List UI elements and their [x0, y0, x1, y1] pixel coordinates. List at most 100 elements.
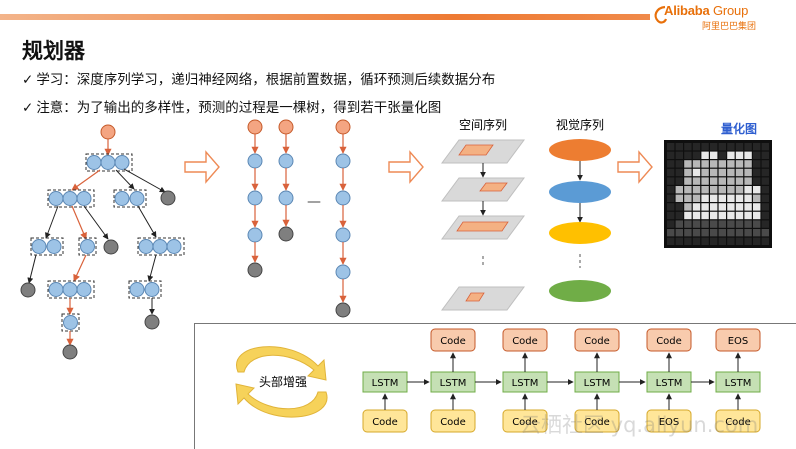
sequence-ellipsis: —: [307, 194, 321, 210]
quantized-cell: [718, 237, 726, 245]
quantized-cell: [761, 168, 769, 177]
quantized-cell: [684, 177, 692, 185]
quantized-cell: [735, 237, 744, 245]
quantized-cell: [735, 168, 744, 177]
quantized-cell: [753, 186, 761, 194]
tree-leaf-node: [160, 190, 176, 206]
head-augment-label: 头部增强: [259, 374, 307, 389]
output-code-label: Code: [656, 336, 682, 347]
output-code-box: [574, 328, 620, 352]
quantized-cell: [667, 229, 675, 237]
head-augment-loop: 头部增强: [235, 346, 328, 418]
quantized-cell: [718, 168, 726, 177]
quantized-cell: [684, 143, 692, 151]
quantized-cell: [675, 186, 683, 194]
flow-arrow-icon: [184, 150, 220, 184]
quantized-cell: [692, 186, 701, 194]
visual-sequence-label: 视觉序列: [556, 117, 604, 132]
quantized-cell: [675, 211, 683, 220]
quantized-cell: [667, 151, 675, 159]
quantized-cell: [735, 151, 744, 159]
quantized-cell: [692, 168, 701, 177]
bullet-learning: ✓学习：深度序列学习，递归神经网络，根据前置数据，循环预测后续数据分布: [22, 68, 495, 88]
quantized-cell: [701, 186, 709, 194]
tree-leaf-node: [103, 239, 119, 255]
visual-token-yellow: [549, 222, 611, 244]
quantized-cell: [692, 229, 701, 237]
quantized-cell: [735, 203, 744, 211]
flow-arrow-icon: [388, 150, 424, 184]
quantized-cell: [753, 229, 761, 237]
quantized-cell: [667, 211, 675, 220]
quantized-cell: [744, 177, 752, 185]
quantized-cell: [718, 229, 726, 237]
quantized-cell: [761, 194, 769, 202]
visual-token-blue: [549, 181, 611, 203]
quantized-cell: [727, 143, 735, 151]
quantized-cell: [753, 168, 761, 177]
visual-token-green: [549, 280, 611, 302]
quantized-cell: [675, 143, 683, 151]
quantized-map-label: 量化图: [721, 121, 757, 136]
quantized-cell: [718, 194, 726, 202]
quantized-cell: [735, 160, 744, 168]
tree-group-box: [30, 237, 64, 256]
quantized-cell: [692, 211, 701, 220]
quantized-cell: [761, 229, 769, 237]
quantized-cell: [667, 168, 675, 177]
tree-group-box: [85, 153, 133, 172]
quantized-cell: [744, 203, 752, 211]
quantized-cell: [675, 160, 683, 168]
quantized-cell: [718, 143, 726, 151]
input-code-label: Code: [725, 417, 751, 428]
quantized-cell: [727, 151, 735, 159]
quantized-cell: [727, 229, 735, 237]
alibaba-group-logo: Alibaba Group 阿里巴巴集团: [652, 2, 792, 32]
quantized-cell: [684, 160, 692, 168]
quantized-cell: [701, 211, 709, 220]
quantized-cell: [718, 177, 726, 185]
quantized-cell: [710, 177, 718, 185]
quantized-cell: [675, 220, 683, 228]
quantized-cell: [718, 160, 726, 168]
quantized-cell: [684, 211, 692, 220]
quantized-cell: [718, 220, 726, 228]
quantized-cell: [701, 160, 709, 168]
quantized-cell: [710, 211, 718, 220]
quantized-cell: [710, 220, 718, 228]
quantized-cell: [753, 194, 761, 202]
quantized-cell: [753, 220, 761, 228]
quantized-cell: [753, 237, 761, 245]
loop-arrow-icon: [236, 346, 327, 381]
quantized-cell: [692, 160, 701, 168]
quantized-cell: [701, 220, 709, 228]
quantized-cell: [761, 160, 769, 168]
quantized-cell: [684, 186, 692, 194]
quantized-cell: [744, 160, 752, 168]
watermark: 云栖社区 yq.aliyun.com: [520, 413, 759, 437]
quantized-cell: [753, 160, 761, 168]
quantized-cell: [744, 151, 752, 159]
quantized-cell: [710, 237, 718, 245]
tree-group-box: [78, 237, 97, 256]
lstm-cell-label: LSTM: [584, 378, 611, 389]
quantized-cell: [718, 151, 726, 159]
flow-arrow-icon: [617, 150, 653, 184]
quantized-cell: [675, 237, 683, 245]
spatial-sequence-label: 空间序列: [459, 117, 507, 132]
quantized-cell: [735, 177, 744, 185]
quantized-cell: [701, 194, 709, 202]
tree-group-box: [128, 280, 162, 299]
quantized-cell: [761, 177, 769, 185]
quantized-cell: [675, 229, 683, 237]
input-code-label: Code: [584, 417, 610, 428]
lstm-cell-label: LSTM: [372, 378, 399, 389]
quantized-cell: [735, 229, 744, 237]
quantized-cell: [727, 194, 735, 202]
quantized-cell: [761, 186, 769, 194]
alibaba-swirl-icon: [654, 5, 668, 24]
quantized-cell: [761, 220, 769, 228]
quantized-cell: [701, 229, 709, 237]
